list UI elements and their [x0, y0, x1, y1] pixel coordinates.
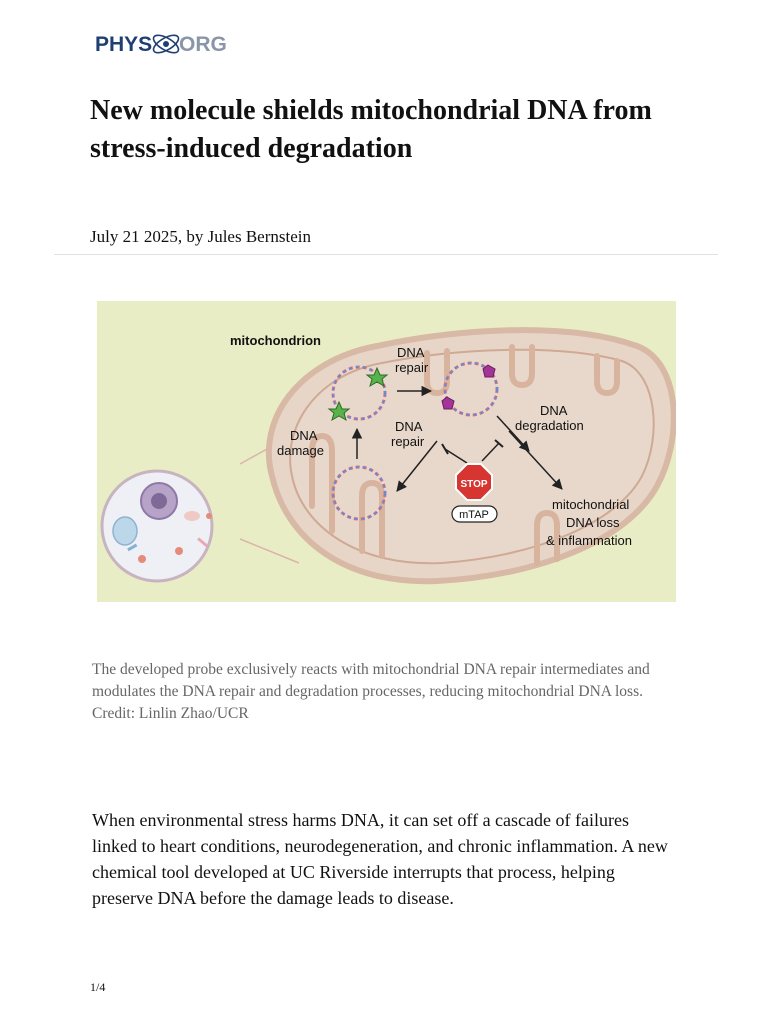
label-dna-repair-top-2: repair	[395, 360, 429, 375]
physorg-logo[interactable]: PHYS ORG	[95, 24, 235, 64]
logo-text-org: ORG	[179, 33, 227, 56]
dna-circle-damaged	[331, 365, 387, 421]
article-figure: STOP mTAP mitochondrion DNA repair DNA d…	[97, 301, 677, 602]
arrow-repair-mid	[396, 440, 438, 492]
mtap-pill	[451, 505, 498, 523]
dna-circle-restored	[331, 465, 387, 521]
article-title: New molecule shields mitochondrial DNA f…	[90, 95, 652, 164]
label-dna-repair-top-1: DNA	[397, 345, 425, 360]
mtap-label: mTAP	[459, 509, 489, 521]
arrow-loss	[508, 430, 563, 490]
cell-illustration	[100, 469, 214, 583]
mitochondrion-label: mitochondrion	[230, 333, 321, 348]
label-dna-degradation-2: degradation	[515, 418, 584, 433]
logo-text-phys: PHYS	[95, 33, 152, 56]
figure-caption: The developed probe exclusively reacts w…	[92, 661, 650, 722]
stop-sign-icon: STOP	[455, 463, 493, 501]
stop-label: STOP	[460, 479, 487, 490]
inhibit-line	[481, 442, 500, 462]
label-dna-repair-mid-1: DNA	[395, 419, 423, 434]
divider	[54, 254, 718, 255]
repair-intermediate-icon	[482, 364, 496, 378]
page-number: 1/4	[90, 980, 106, 994]
repair-intermediate-icon	[441, 396, 455, 410]
label-dna-repair-mid-2: repair	[391, 434, 425, 449]
label-dna-degradation-1: DNA	[540, 403, 568, 418]
atom-icon	[152, 34, 180, 54]
damage-star-icon	[365, 366, 389, 388]
label-dna-damage-2: damage	[277, 443, 324, 458]
label-dna-damage-1: DNA	[290, 428, 318, 443]
article-paragraph: When environmental stress harms DNA, it …	[92, 810, 668, 908]
article-byline: July 21 2025, by Jules Bernstein	[90, 227, 311, 246]
dna-circle-repair	[443, 361, 499, 417]
label-mito-loss-2: DNA loss	[566, 515, 620, 530]
inhibit-line	[444, 448, 468, 464]
inhibit-bar	[494, 439, 504, 448]
arrow-degradation	[496, 415, 530, 452]
damage-star-icon	[327, 400, 351, 422]
label-mito-loss-1: mitochondrial	[552, 497, 629, 512]
zoom-line	[239, 538, 300, 564]
inhibit-bar	[441, 443, 449, 455]
mitochondrion-diagram	[265, 327, 677, 585]
label-mito-loss-3: & inflammation	[546, 533, 632, 548]
